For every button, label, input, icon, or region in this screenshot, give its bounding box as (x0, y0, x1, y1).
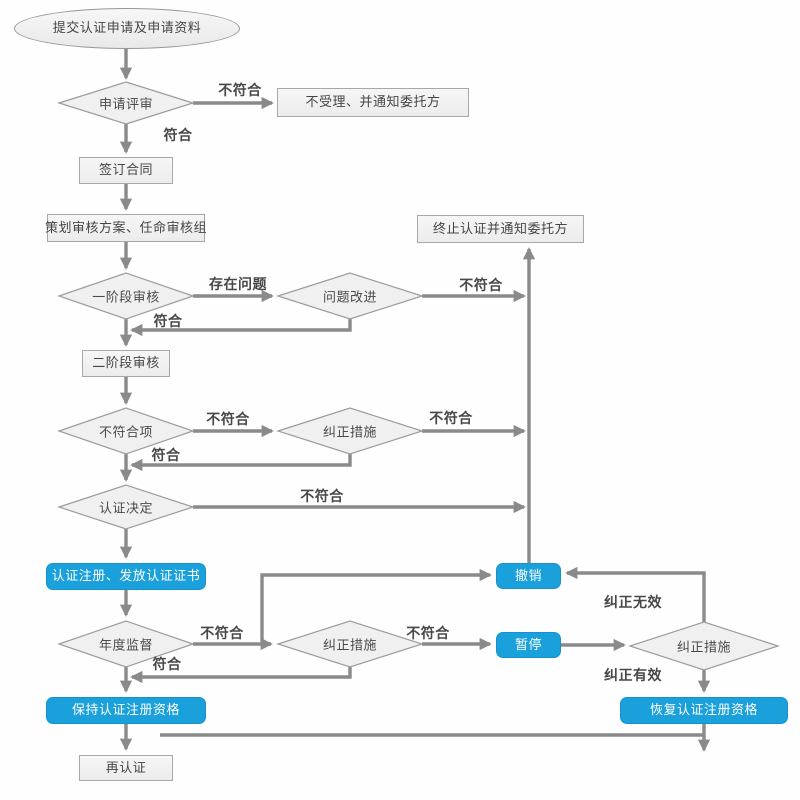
edge-label-review-pass: 符合 (163, 127, 193, 143)
node-stage2-audit: 二阶段审核 (82, 350, 170, 377)
node-maintain-qualification: 保持认证注册资格 (46, 697, 206, 724)
edge-label-noncon-fail: 不符合 (206, 411, 250, 427)
diamond-stage1-audit (57, 272, 195, 320)
edge-label-correction-valid: 纠正有效 (604, 667, 662, 683)
diamond-nonconformity (57, 407, 195, 455)
node-plan-audit: 策划审核方案、任命审核组 (45, 214, 207, 242)
diamond-annual-supervision (57, 620, 195, 668)
label-problem-improve: 问题改进 (322, 289, 378, 305)
edge-label-stage1-issue: 存在问题 (209, 276, 267, 292)
edge-label-noncon-pass: 符合 (151, 447, 181, 463)
edge-label-corrective2-fail: 不符合 (406, 625, 450, 641)
diamond-corrective-action-3 (628, 621, 780, 671)
edge-label-improve-fail: 不符合 (459, 277, 503, 293)
arrow-corrective2-return (130, 667, 352, 684)
edge-label-annual-pass: 符合 (152, 656, 182, 672)
label-cert-decision: 认证决定 (98, 500, 154, 516)
node-revoke: 撤销 (496, 563, 561, 589)
edge-label-correction-invalid: 纠正无效 (604, 594, 662, 610)
node-sign-contract: 签订合同 (79, 157, 173, 184)
arrow-improve-return (130, 319, 352, 337)
label-stage1-audit: 一阶段审核 (92, 289, 160, 305)
node-register-issue: 认证注册、发放认证证书 (46, 563, 206, 590)
diamond-problem-improve (276, 272, 424, 320)
arrow-branch-to-revoke (260, 568, 492, 642)
diamond-corrective-action-1 (276, 407, 424, 455)
edge-label-review-fail: 不符合 (218, 82, 262, 98)
edge-label-stage1-pass: 符合 (153, 313, 183, 329)
edge-label-annual-fail: 不符合 (200, 625, 244, 641)
label-annual-supervision: 年度监督 (98, 637, 154, 653)
label-corrective-action-1: 纠正措施 (322, 424, 378, 440)
edge-label-corrective1-fail: 不符合 (429, 410, 473, 426)
diamond-corrective-action-2 (276, 620, 424, 668)
arrow-corrective1-return (130, 454, 352, 472)
node-suspend: 暂停 (496, 632, 561, 658)
node-terminate-notify: 终止认证并通知委托方 (417, 215, 584, 243)
label-corrective-action-3: 纠正措施 (676, 639, 732, 655)
diamond-application-review (56, 81, 196, 125)
node-restore-qualification: 恢复认证注册资格 (620, 697, 788, 724)
label-nonconformity: 不符合项 (98, 424, 154, 440)
node-reject-notify: 不受理、并通知委托方 (277, 88, 469, 117)
label-corrective-action-2: 纠正措施 (322, 637, 378, 653)
node-recertification: 再认证 (79, 755, 173, 781)
label-application-review: 申请评审 (98, 96, 154, 112)
arrow-corrective3-to-revoke (565, 566, 706, 622)
edge-label-decision-fail: 不符合 (300, 488, 344, 504)
node-submit-application: 提交认证申请及申请资料 (14, 8, 240, 49)
diamond-cert-decision (57, 484, 195, 530)
